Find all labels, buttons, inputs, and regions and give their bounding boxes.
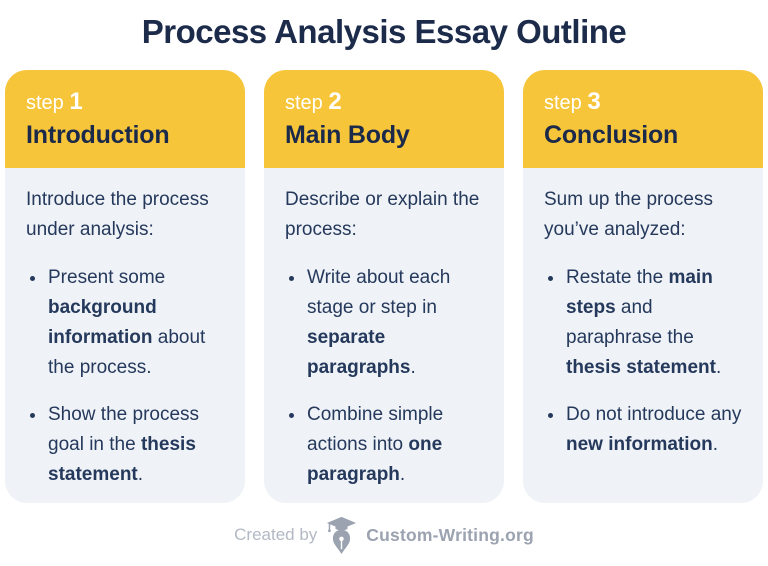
card-lead: Describe or explain the process: xyxy=(285,189,480,240)
card-step-3-body: Sum up the process you’ve analyzed: Rest… xyxy=(523,168,763,460)
page-title: Process Analysis Essay Outline xyxy=(141,13,627,50)
steps-row: step 1 Introduction Introduce the proces… xyxy=(0,70,768,503)
step-label: step 3 xyxy=(544,90,743,115)
bullet-item: Combine simple actions into one paragrap… xyxy=(306,400,488,490)
bullet-list: Write about each stage or step in separa… xyxy=(285,263,488,490)
card-step-1: step 1 Introduction Introduce the proces… xyxy=(5,70,245,503)
card-title: Main Body xyxy=(285,121,410,149)
card-lead: Sum up the process you’ve analyzed: xyxy=(544,189,713,240)
bullet-list: Present some background information abou… xyxy=(26,263,229,490)
card-title: Introduction xyxy=(26,121,170,149)
brand-name: Custom-Writing.org xyxy=(366,524,534,545)
step-number: 3 xyxy=(587,88,601,115)
step-number: 1 xyxy=(69,88,83,115)
card-step-1-header: step 1 Introduction xyxy=(5,70,245,168)
card-step-2-body: Describe or explain the process: Write a… xyxy=(264,168,504,490)
created-by-label: Created by xyxy=(234,525,318,544)
card-lead: Introduce the process under analysis: xyxy=(26,189,209,240)
step-word: step xyxy=(285,92,323,114)
step-label: step 1 xyxy=(26,90,225,115)
card-title: Conclusion xyxy=(544,121,679,149)
bullet-item: Restate the main steps and paraphrase th… xyxy=(565,263,747,383)
step-word: step xyxy=(544,92,582,114)
step-number: 2 xyxy=(328,88,342,115)
infographic-page: Process Analysis Essay Outline step 1 In… xyxy=(0,9,768,566)
card-step-2: step 2 Main Body Describe or explain the… xyxy=(264,70,504,503)
bullet-item: Show the process goal in the thesis stat… xyxy=(47,400,229,490)
step-label: step 2 xyxy=(285,90,484,115)
bullet-item: Write about each stage or step in separa… xyxy=(306,263,488,383)
card-step-3-header: step 3 Conclusion xyxy=(523,70,763,168)
graduation-cap-pen-icon xyxy=(326,516,357,554)
footer-credit: Created by xyxy=(0,516,768,554)
bullet-item: Present some background information abou… xyxy=(47,263,229,383)
bullet-list: Restate the main steps and paraphrase th… xyxy=(544,263,747,460)
card-step-1-body: Introduce the process under analysis: Pr… xyxy=(5,168,245,490)
card-step-3: step 3 Conclusion Sum up the process you… xyxy=(523,70,763,503)
step-word: step xyxy=(26,92,64,114)
card-step-2-header: step 2 Main Body xyxy=(264,70,504,168)
bullet-item: Do not introduce any new information. xyxy=(565,400,747,460)
